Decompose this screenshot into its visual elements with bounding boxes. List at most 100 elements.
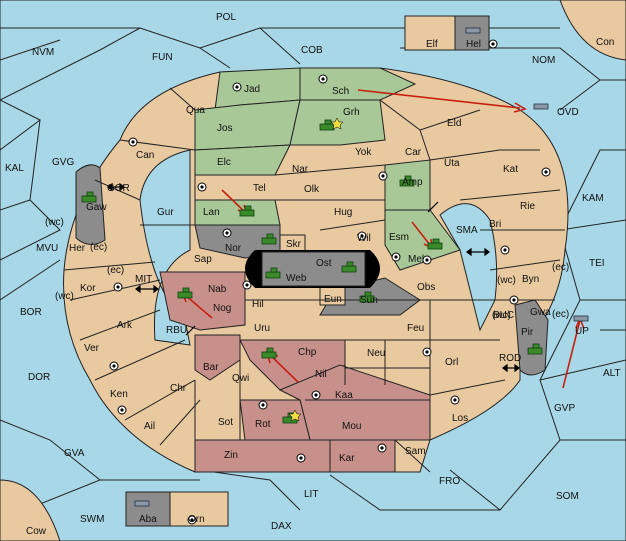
label-elc: Elc <box>217 157 231 168</box>
label-kor: Kor <box>80 283 96 294</box>
label-con: Con <box>596 37 614 48</box>
label-uta: Uta <box>444 158 460 169</box>
label-ken: Ken <box>110 389 128 400</box>
units <box>81 27 589 507</box>
label-orl: Orl <box>445 357 458 368</box>
label-wil: Wil <box>357 233 371 244</box>
region-elc[interactable] <box>194 144 291 176</box>
region-zin[interactable] <box>194 439 331 473</box>
label-nab: Nab <box>208 284 227 295</box>
label-nvm: NVM <box>32 47 54 58</box>
label-pol: POL <box>216 12 236 23</box>
label-uru: Uru <box>254 323 270 334</box>
inner-lagoon-left <box>139 149 191 346</box>
label-zin: Zin <box>224 450 238 461</box>
label-nog: Nog <box>213 303 231 314</box>
label-hug: Hug <box>334 207 352 218</box>
label-rbu: RBU <box>166 325 187 336</box>
label-eun: Eun <box>324 294 342 305</box>
label-sap: Sap <box>194 254 212 265</box>
label-swm: SWM <box>80 514 104 525</box>
label-gvp: GVP <box>554 403 575 414</box>
label-jad: Jad <box>244 84 260 95</box>
label-esm: Esm <box>389 232 409 243</box>
label-skr: Skr <box>286 239 302 250</box>
label-kal: KAL <box>5 163 24 174</box>
region-ost-web[interactable] <box>261 251 366 287</box>
label-olk: Olk <box>304 184 320 195</box>
region-sch[interactable] <box>299 67 417 101</box>
label-nom: NOM <box>532 55 555 66</box>
region-bar[interactable] <box>194 334 241 381</box>
label-kaa: Kaa <box>335 390 353 401</box>
label-sun: Sun <box>360 295 378 306</box>
label-mit: MIT <box>135 274 152 285</box>
label-som: SOM <box>556 491 579 502</box>
region-rot[interactable] <box>239 399 311 441</box>
label-up: UP <box>575 326 589 337</box>
label-cow: Cow <box>26 526 47 537</box>
label-rot: Rot <box>255 419 271 430</box>
label-ec1: (ec) <box>90 242 107 253</box>
label-nor: Nor <box>225 243 242 254</box>
label-hel: Hel <box>466 39 481 50</box>
label-bor: BOR <box>20 307 42 318</box>
label-pir: Pir <box>521 327 534 338</box>
label-ark: Ark <box>117 320 133 331</box>
label-eld: Eld <box>447 118 461 129</box>
label-dax: DAX <box>271 521 292 532</box>
label-tel: Tel <box>253 183 266 194</box>
label-kat: Kat <box>503 164 518 175</box>
label-bar: Bar <box>203 362 219 373</box>
label-gaw: Gaw <box>86 202 107 213</box>
region-orn[interactable] <box>169 491 229 527</box>
label-sma: SMA <box>456 225 478 236</box>
label-ec4: (ec) <box>552 309 569 320</box>
label-wc1: (wc) <box>45 217 64 228</box>
label-los: Los <box>452 413 468 424</box>
convoy-markers <box>107 182 520 373</box>
label-rod: ROD <box>499 353 521 364</box>
sea-labels: POL NVM FUN COB NOM KAL GVG MVU BOR DOR … <box>5 12 621 532</box>
label-lit: LIT <box>304 489 318 500</box>
label-amp: Amp <box>402 177 423 188</box>
label-dor: DOR <box>28 372 50 383</box>
label-sch: Sch <box>332 86 349 97</box>
label-jos: Jos <box>217 123 233 134</box>
label-nil: Nil <box>315 369 327 380</box>
label-qua: Qua <box>186 105 205 116</box>
region-pir[interactable] <box>514 299 549 376</box>
supply-centers <box>109 39 551 525</box>
label-car: Car <box>405 147 422 158</box>
region-gaw[interactable] <box>75 164 106 245</box>
label-can: Can <box>136 150 154 161</box>
land-labels: Con Elf Hel Jad Sch Qua Jos Grh Eld Can … <box>26 37 614 537</box>
region-nab-nog[interactable] <box>159 271 246 331</box>
region-elf[interactable] <box>404 15 456 51</box>
label-ail: Ail <box>144 421 155 432</box>
label-her: Her <box>69 243 86 254</box>
label-kar: Kar <box>339 453 355 464</box>
label-web: Web <box>286 273 307 284</box>
label-qwi: Qwi <box>232 373 249 384</box>
label-fun: FUN <box>152 52 173 63</box>
label-rie: Rie <box>520 201 535 212</box>
label-sot: Sot <box>218 417 233 428</box>
label-hil: Hil <box>252 299 264 310</box>
label-alt: ALT <box>603 368 621 379</box>
label-chr: Chr <box>170 383 187 394</box>
label-ost: Ost <box>316 258 332 269</box>
label-wc3: (wc) <box>55 291 74 302</box>
label-mel: Mel <box>408 254 424 265</box>
label-ovd: OVD <box>557 107 579 118</box>
label-wc4: (wc) <box>492 310 511 321</box>
label-gvg: GVG <box>52 157 74 168</box>
label-elf: Elf <box>426 39 438 50</box>
label-sam: Sam <box>405 446 426 457</box>
label-mvu: MVU <box>36 243 58 254</box>
label-kam: KAM <box>582 193 604 204</box>
label-mou: Mou <box>342 421 361 432</box>
label-ec3: (ec) <box>107 265 124 276</box>
sea-borders <box>0 27 626 521</box>
